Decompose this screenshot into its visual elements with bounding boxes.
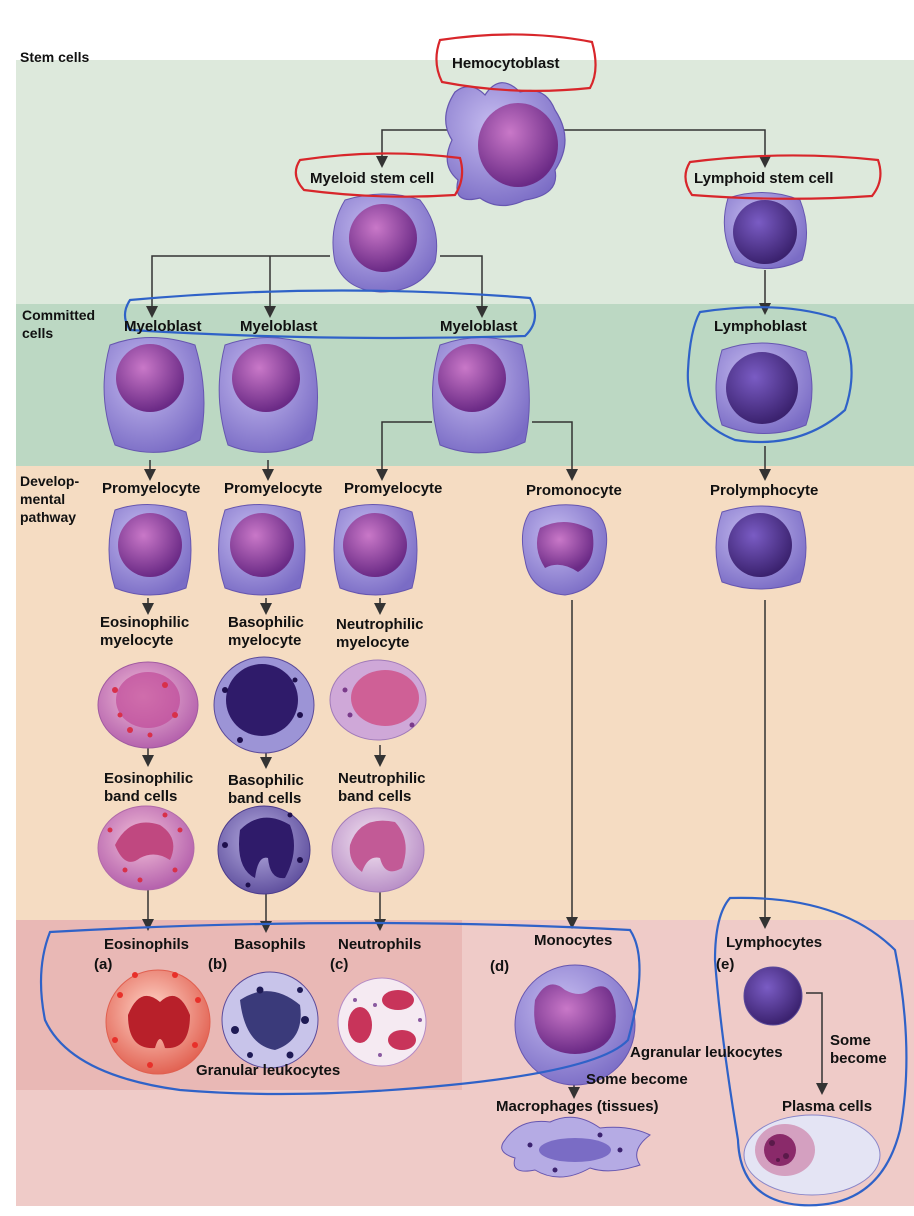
tag-a: (a)	[94, 956, 113, 973]
section-committed-cells: Committed cells	[22, 307, 96, 341]
tag-d: (d)	[490, 958, 510, 975]
label-neutrophilic-myelocyte: Neutrophilic myelocyte	[336, 616, 424, 651]
label-neutrophilic-band-cells: Neutrophilic band cells	[338, 770, 426, 805]
label-eosinophilic-band-cells: Eosinophilic band cells	[104, 770, 194, 805]
label-macrophages: Macrophages (tissues)	[496, 1098, 659, 1115]
label-basophilic-band-cells: Basophilic band cells	[228, 772, 304, 807]
plasma-cell	[743, 1114, 881, 1196]
tag-c: (c)	[330, 956, 349, 973]
lymphoblast-cell	[715, 342, 813, 434]
neutrophil-cell	[337, 977, 427, 1067]
basophil-cell	[221, 971, 319, 1069]
monocyte-cell	[514, 964, 636, 1086]
label-basophils: Basophils	[234, 936, 306, 953]
macrophage-cell	[501, 1116, 651, 1178]
label-eosinophils: Eosinophils	[104, 936, 190, 953]
label-lymphoid-stem-cell: Lymphoid stem cell	[694, 170, 834, 187]
label-agranular-leukocytes: Agranular leukocytes	[630, 1044, 783, 1061]
neutrophilic-band-cell	[331, 807, 425, 893]
red-annotations	[294, 33, 882, 200]
label-hemocytoblast: Hemocytoblast	[452, 55, 560, 72]
label-plasma-cells: Plasma cells	[782, 1098, 873, 1115]
label-lymphocytes: Lymphocytes	[726, 934, 823, 951]
label-myeloid-stem-cell: Myeloid stem cell	[310, 170, 435, 187]
neutrophilic-myelocyte-cell	[329, 659, 427, 741]
promyelocyte-cell-3	[333, 503, 418, 596]
label-lymphoblast: Lymphoblast	[714, 318, 807, 335]
eosinophilic-myelocyte-cell	[97, 661, 199, 749]
label-myeloblast-3: Myeloblast	[440, 318, 518, 335]
myeloid-stem-cell-image	[332, 193, 438, 293]
promyelocyte-cell-2	[218, 503, 306, 596]
tag-e: (e)	[716, 956, 735, 973]
label-some-become-plasma: Some become	[830, 1032, 887, 1067]
myeloblast-cell-1	[103, 337, 205, 453]
prolymphocyte-cell	[715, 505, 807, 590]
label-basophilic-myelocyte: Basophilic myelocyte	[228, 614, 304, 649]
section-stem-cells: Stem cells	[20, 49, 90, 65]
label-eosinophilic-myelocyte: Eosinophilic myelocyte	[100, 614, 190, 649]
hemocytoblast-cell	[445, 82, 566, 207]
basophilic-band-cell	[217, 805, 311, 895]
connector-arrows	[142, 129, 828, 1099]
lymphoid-stem-cell-image	[723, 191, 807, 270]
basophilic-myelocyte-cell	[213, 656, 315, 754]
eosinophil-cell	[105, 969, 211, 1075]
label-promyelocyte-1: Promyelocyte	[102, 480, 201, 497]
label-myeloblast-2: Myeloblast	[240, 318, 318, 335]
label-promyelocyte-3: Promyelocyte	[344, 480, 443, 497]
promonocyte-cell	[521, 504, 608, 596]
myeloblast-cell-3	[432, 337, 530, 454]
tag-b: (b)	[208, 956, 228, 973]
label-monocytes: Monocytes	[534, 932, 613, 949]
label-myeloblast-1: Myeloblast	[124, 318, 202, 335]
label-promyelocyte-2: Promyelocyte	[224, 480, 323, 497]
eosinophilic-band-cell	[97, 805, 195, 891]
blue-annotations	[39, 289, 908, 1207]
lymphocyte-cell	[743, 966, 803, 1026]
label-some-become-macrophages: Some become	[586, 1071, 688, 1088]
label-neutrophils: Neutrophils	[338, 936, 422, 953]
promyelocyte-cell-1	[108, 503, 192, 596]
section-developmental-pathway: Develop- mental pathway	[20, 473, 80, 525]
myeloblast-cell-2	[218, 337, 318, 453]
label-granular-leukocytes: Granular leukocytes	[196, 1062, 341, 1079]
label-prolymphocyte: Prolymphocyte	[710, 482, 819, 499]
label-promonocyte: Promonocyte	[526, 482, 622, 499]
